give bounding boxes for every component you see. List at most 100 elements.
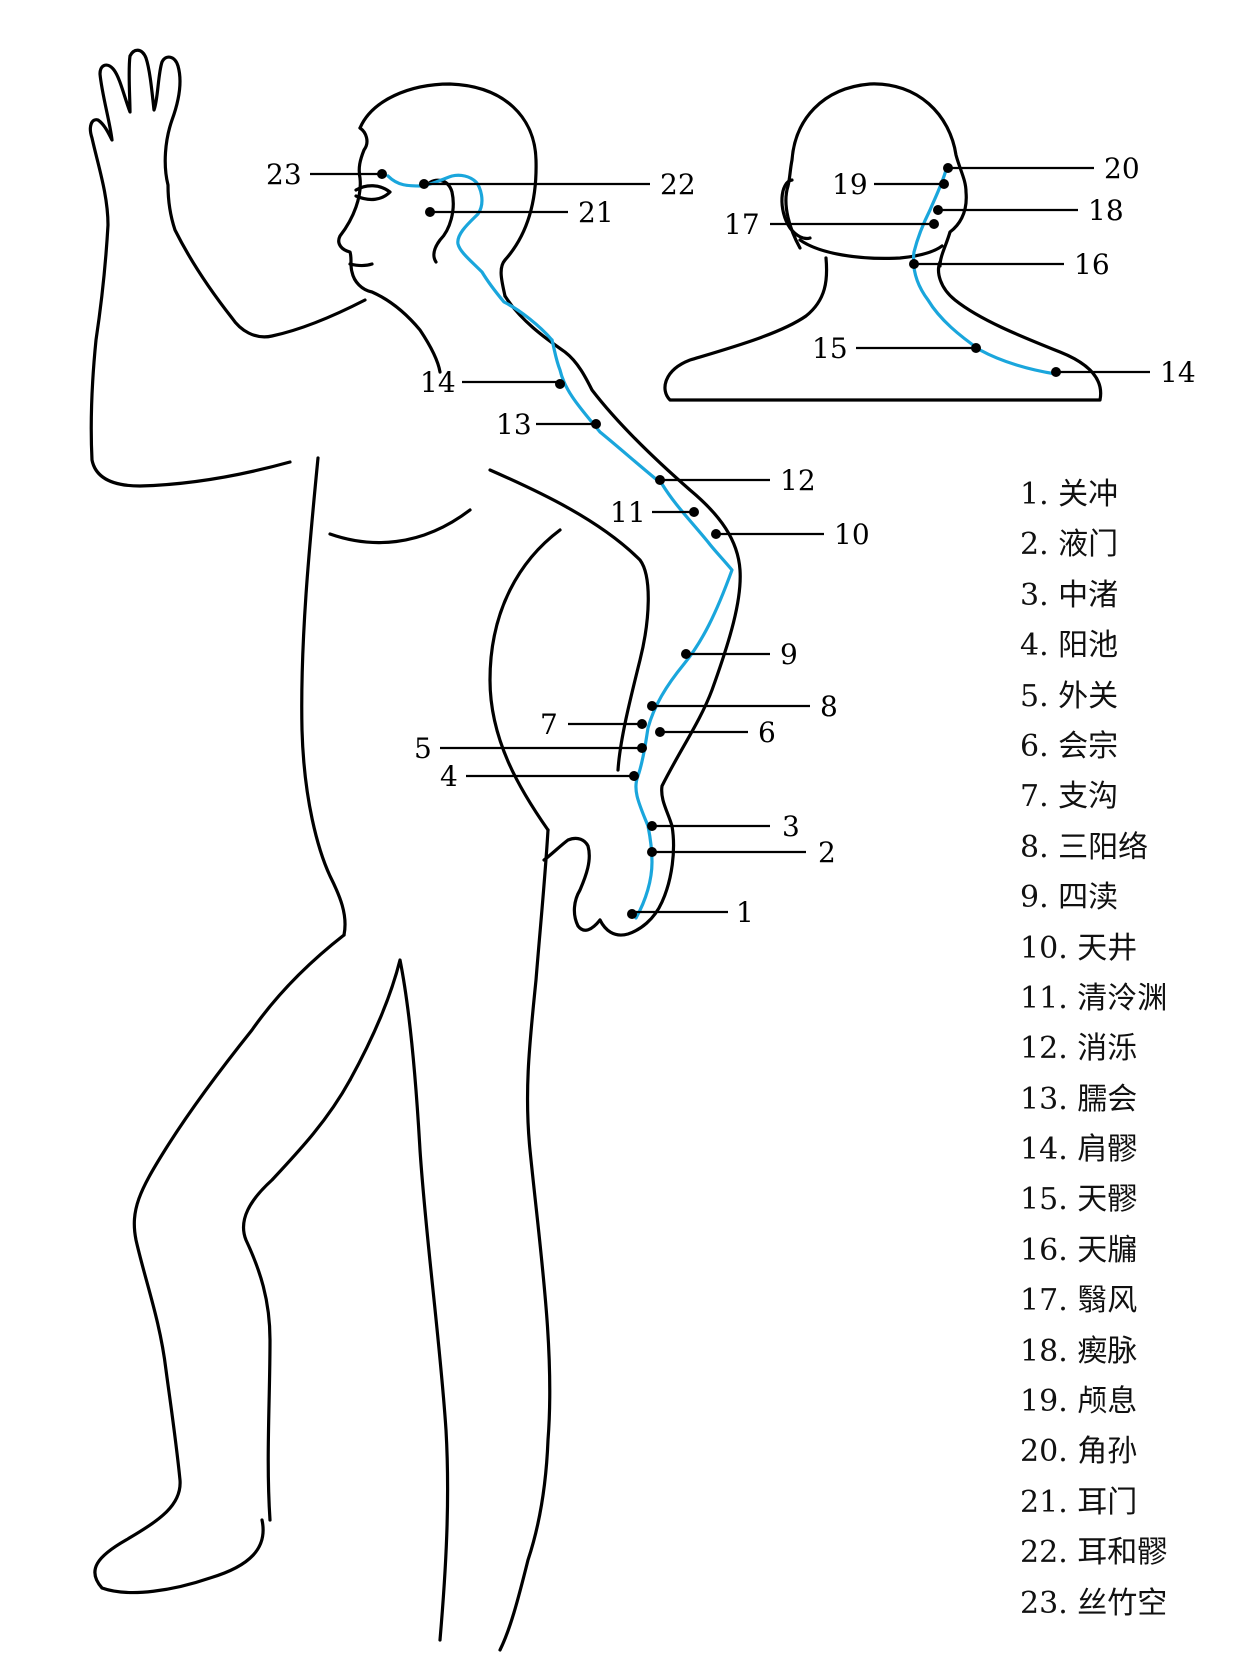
point-label-22: 22 bbox=[660, 168, 696, 201]
point-number-labels: 1 2 3 4 5 6 7 8 9 10 11 12 13 14 21 22 2… bbox=[266, 152, 1196, 929]
point-dot-1 bbox=[627, 909, 637, 919]
front-leg-inner bbox=[241, 1078, 352, 1522]
back-jaw-line bbox=[798, 238, 944, 260]
point-dot-10 bbox=[711, 529, 721, 539]
torso-outline bbox=[300, 456, 347, 937]
legend-item-13: 13. 臑会 bbox=[1020, 1081, 1138, 1117]
belly-outline bbox=[488, 528, 562, 832]
point-label-11: 11 bbox=[610, 496, 646, 529]
legend-item-17: 17. 翳风 bbox=[1020, 1283, 1138, 1319]
legend-item-10: 10. 天井 bbox=[1020, 930, 1138, 966]
point-dot-5 bbox=[637, 743, 647, 753]
mouth-outline bbox=[348, 262, 374, 268]
legend-item-14: 14. 肩髎 bbox=[1020, 1132, 1138, 1168]
raised-arm-outline bbox=[88, 48, 367, 488]
point-dot-9 bbox=[681, 649, 691, 659]
point-dot-2 bbox=[647, 847, 657, 857]
meridian-line-arm bbox=[550, 338, 734, 920]
legend-item-20: 20. 角孙 bbox=[1020, 1434, 1138, 1470]
back-leg-inner bbox=[348, 958, 450, 1642]
face-outline bbox=[337, 126, 442, 374]
meridian-line-back bbox=[911, 168, 1058, 376]
legend-item-21: 21. 耳门 bbox=[1020, 1484, 1138, 1520]
point-dot-b14 bbox=[1051, 367, 1061, 377]
eye-outline bbox=[354, 184, 392, 202]
legend-item-11: 11. 清泠渊 bbox=[1020, 980, 1168, 1016]
back-point-label-20: 20 bbox=[1104, 152, 1140, 185]
legend-item-1: 1. 关冲 bbox=[1020, 477, 1119, 512]
legend-item-7: 7. 支沟 bbox=[1020, 779, 1119, 815]
point-dot-14 bbox=[555, 379, 565, 389]
point-dot-3 bbox=[647, 821, 657, 831]
legend-item-19: 19. 颅息 bbox=[1020, 1384, 1138, 1420]
body-outline bbox=[88, 48, 742, 1652]
point-label-5: 5 bbox=[414, 732, 432, 765]
point-dot-21 bbox=[425, 207, 435, 217]
leader-lines bbox=[310, 166, 1150, 914]
point-label-23: 23 bbox=[266, 158, 302, 191]
back-neck-shoulders bbox=[663, 256, 1103, 402]
back-leg-outline bbox=[498, 828, 552, 1652]
point-dot-13 bbox=[591, 419, 601, 429]
acupoint-dots bbox=[377, 163, 1061, 919]
point-dot-b18 bbox=[933, 205, 943, 215]
head-outline bbox=[358, 82, 538, 298]
back-point-label-14: 14 bbox=[1160, 356, 1196, 389]
point-label-8: 8 bbox=[820, 690, 838, 723]
back-point-label-16: 16 bbox=[1074, 248, 1110, 281]
chest-line bbox=[328, 508, 472, 545]
point-label-13: 13 bbox=[496, 408, 532, 441]
legend-item-4: 4. 阳池 bbox=[1020, 628, 1119, 664]
legend-item-2: 2. 液门 bbox=[1020, 527, 1119, 563]
point-dot-6 bbox=[655, 727, 665, 737]
back-point-label-19: 19 bbox=[832, 168, 868, 201]
point-label-21: 21 bbox=[578, 196, 614, 229]
point-label-9: 9 bbox=[780, 638, 798, 671]
point-label-7: 7 bbox=[540, 708, 558, 741]
point-label-4: 4 bbox=[440, 760, 458, 793]
point-label-1: 1 bbox=[736, 896, 754, 929]
back-head-outline bbox=[784, 82, 968, 268]
back-point-label-17: 17 bbox=[724, 208, 760, 241]
legend-item-16: 16. 天牖 bbox=[1020, 1232, 1138, 1268]
legend-item-15: 15. 天髎 bbox=[1020, 1182, 1138, 1218]
legend-item-23: 23. 丝竹空 bbox=[1020, 1585, 1168, 1621]
point-label-2: 2 bbox=[818, 836, 836, 869]
point-label-14: 14 bbox=[420, 366, 456, 399]
meridian-line-neck bbox=[386, 173, 554, 342]
legend-item-12: 12. 消泺 bbox=[1020, 1031, 1138, 1067]
point-dot-7 bbox=[637, 719, 647, 729]
point-dot-12 bbox=[655, 475, 665, 485]
meridian-lines bbox=[386, 168, 1058, 920]
back-view-outline bbox=[663, 82, 1103, 402]
legend-item-3: 3. 中渚 bbox=[1020, 577, 1119, 613]
legend-item-22: 22. 耳和髎 bbox=[1020, 1535, 1168, 1571]
point-dot-22 bbox=[419, 179, 429, 189]
legend-item-6: 6. 会宗 bbox=[1020, 728, 1119, 764]
point-label-6: 6 bbox=[758, 716, 776, 749]
point-dot-23 bbox=[377, 169, 387, 179]
point-dot-11 bbox=[689, 507, 699, 517]
neck-back-outline bbox=[503, 294, 742, 937]
point-label-3: 3 bbox=[782, 810, 800, 843]
legend-item-5: 5. 外关 bbox=[1020, 678, 1119, 714]
point-dot-b16 bbox=[909, 259, 919, 269]
point-dot-8 bbox=[647, 701, 657, 711]
back-point-label-18: 18 bbox=[1088, 194, 1124, 227]
hand-outline bbox=[542, 836, 602, 932]
ear-outline bbox=[426, 178, 455, 264]
legend-item-18: 18. 瘈脉 bbox=[1020, 1333, 1138, 1369]
legend-item-9: 9. 四渎 bbox=[1020, 880, 1119, 916]
back-point-label-15: 15 bbox=[812, 332, 848, 365]
point-dot-b19 bbox=[939, 179, 949, 189]
point-dot-b17 bbox=[929, 219, 939, 229]
front-leg-outline bbox=[93, 933, 346, 1595]
point-dot-b20 bbox=[943, 163, 953, 173]
point-dot-b15 bbox=[971, 343, 981, 353]
back-ear-left bbox=[780, 178, 812, 241]
legend-item-8: 8. 三阳络 bbox=[1020, 829, 1149, 865]
acupoint-legend: 1. 关冲 2. 液门 3. 中渚 4. 阳池 5. 外关 6. 会宗 7. 支… bbox=[1020, 470, 1167, 1629]
point-dot-4 bbox=[629, 771, 639, 781]
